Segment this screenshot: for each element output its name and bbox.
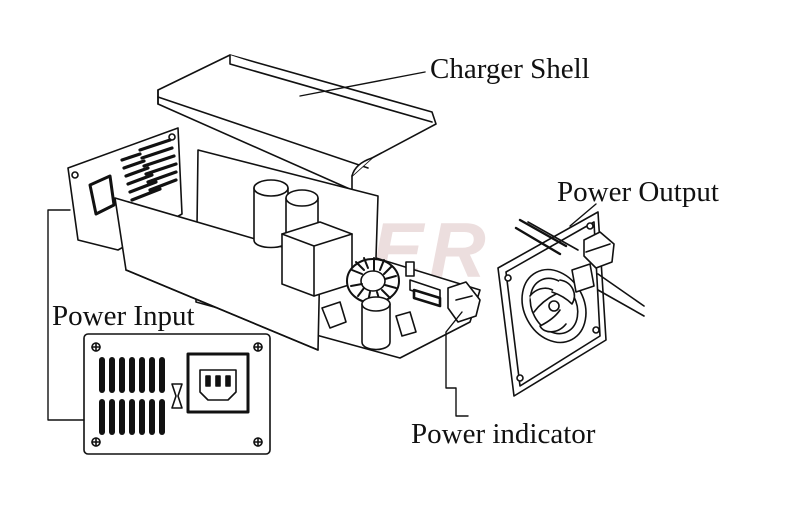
label-power-output: Power Output	[557, 176, 719, 208]
leader-input	[48, 210, 84, 420]
label-power-input: Power Input	[52, 300, 195, 332]
leader-indicator	[446, 312, 468, 416]
leader-lines	[48, 72, 596, 420]
leader-shell	[300, 72, 425, 96]
circuit-board	[254, 180, 480, 350]
front-panel	[498, 212, 644, 396]
power-input-panel	[84, 334, 270, 454]
label-charger-shell: Charger Shell	[430, 53, 590, 85]
charger-shell-cover	[158, 55, 436, 190]
label-power-indicator: Power indicator	[411, 418, 596, 450]
leader-output	[570, 204, 596, 226]
